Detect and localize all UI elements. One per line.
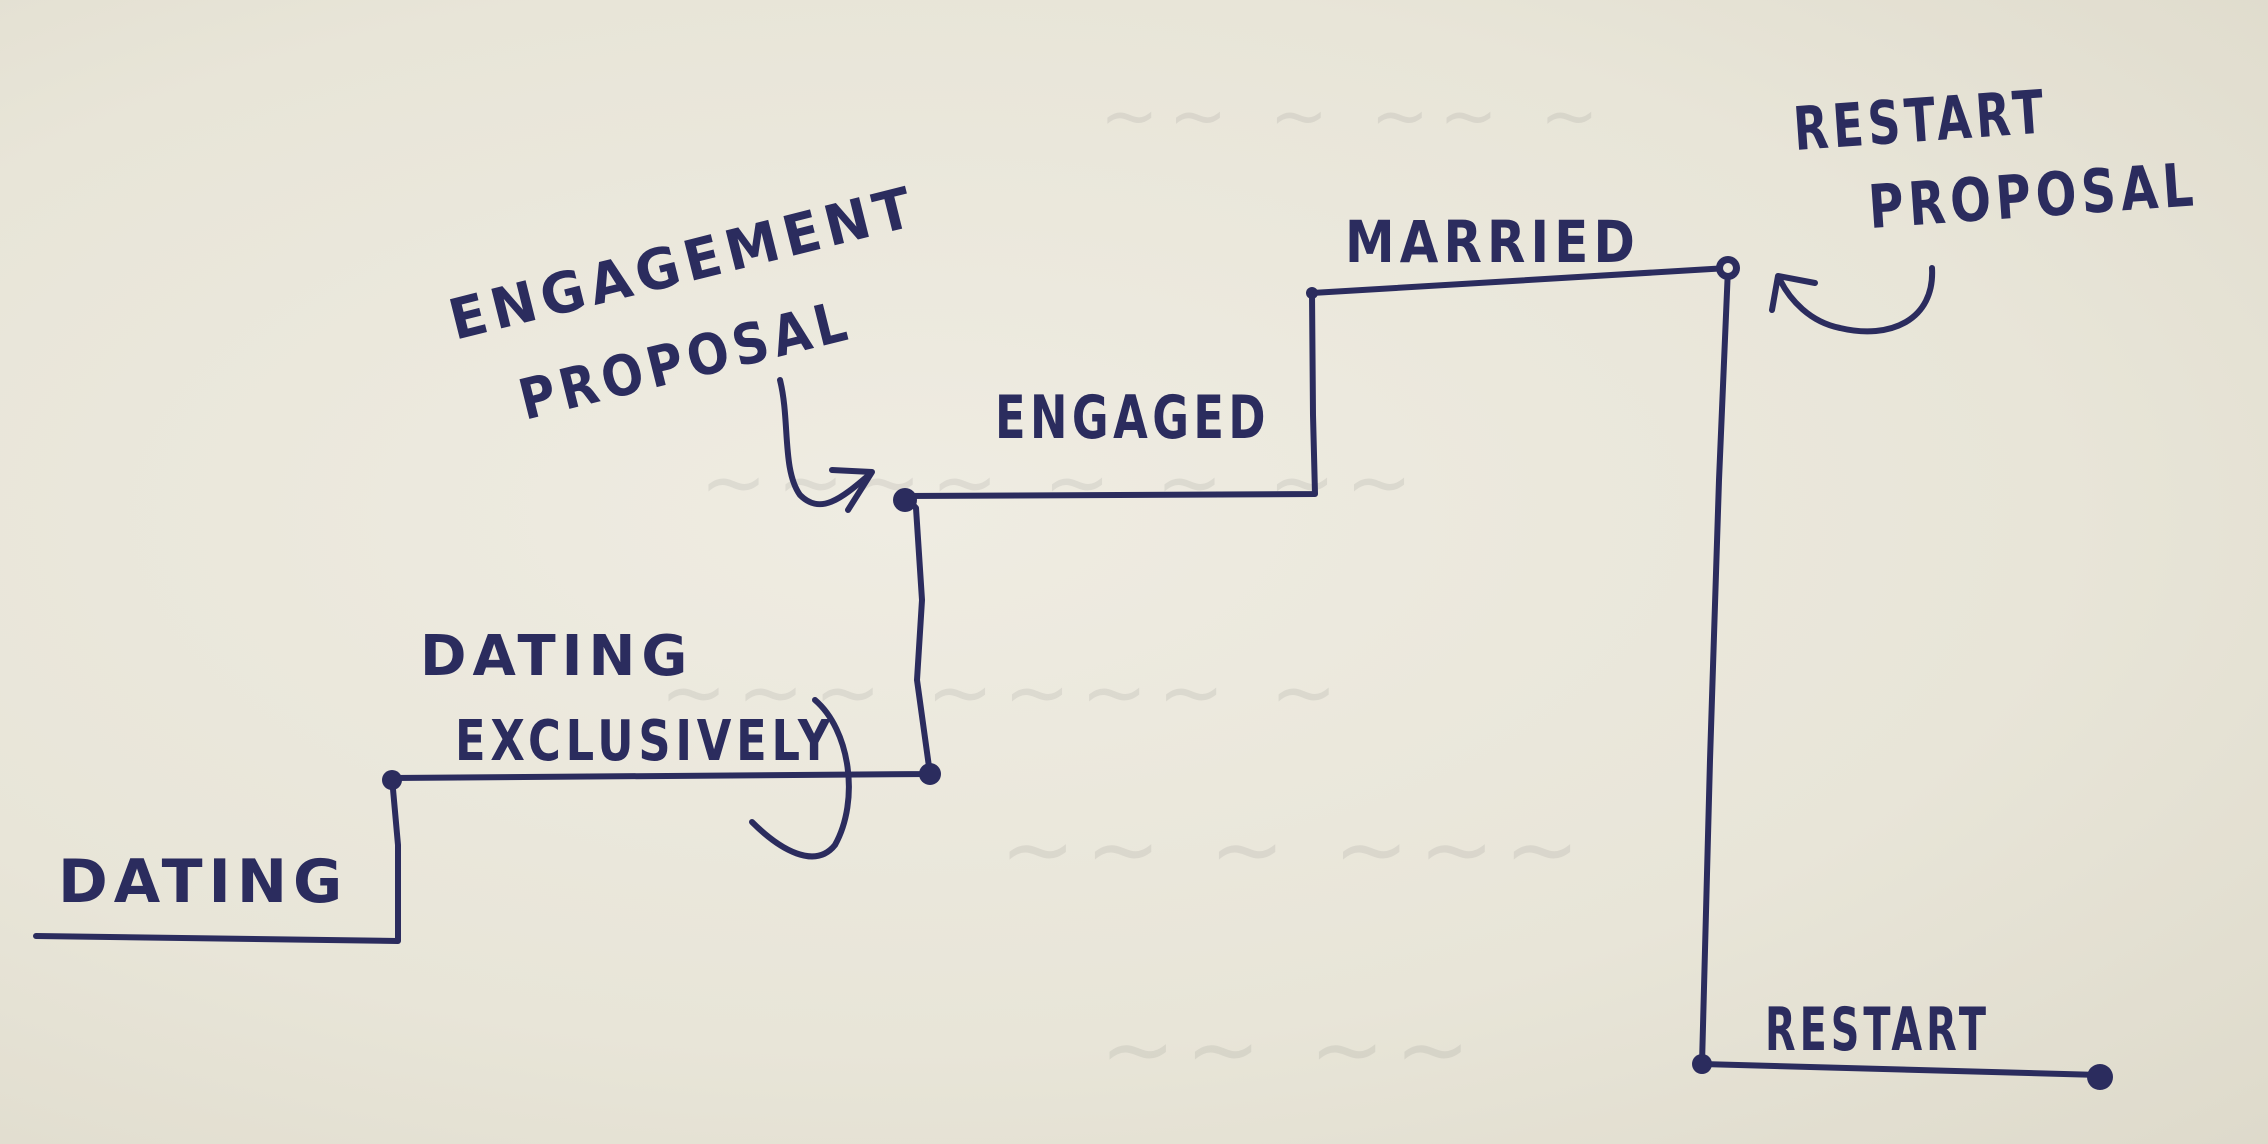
transition-dot-engaged — [893, 488, 917, 512]
restart-proposal-arrow — [1777, 265, 1936, 335]
label-dating: DATING — [58, 847, 348, 917]
engagement-proposal-arrowhead — [829, 467, 875, 513]
svg-text:~~ ~ ~~ ~: ~~ ~ ~~ ~ — [1100, 75, 1609, 157]
transition-dot-restart — [1692, 1054, 1712, 1074]
label-dating-exclusive-line1: DATING — [420, 624, 693, 689]
bleed-through-text: ~~ ~ ~~ ~ ~~~~ ~ ~ ~~ ~~~ ~~~~ ~ ~~ ~ ~~… — [660, 75, 1609, 1102]
svg-text:~~~~ ~ ~ ~~: ~~~~ ~ ~ ~~ — [700, 436, 1423, 529]
svg-text:~~ ~~: ~~ ~~ — [1100, 997, 1480, 1102]
transition-dot-exclusive-end — [919, 763, 941, 785]
svg-text:~~~ ~~~~ ~: ~~~ ~~~~ ~ — [660, 646, 1347, 739]
hollow-dot-center — [1723, 263, 1733, 273]
label-dating-exclusive-line2: EXCLUSIVELY — [455, 709, 835, 774]
label-restart-proposal-line2: PROPOSAL — [1866, 150, 2200, 243]
transition-dot-married — [1306, 287, 1318, 299]
transition-dot-dating-exclusive — [382, 770, 402, 790]
engagement-proposal-arrow — [777, 377, 873, 508]
end-dot — [2087, 1064, 2113, 1090]
label-married: MARRIED — [1345, 208, 1640, 276]
label-restart-proposal-line1: RESTART — [1791, 77, 2050, 165]
exclusive-swoosh — [749, 697, 852, 860]
restart-proposal-arrowhead — [1769, 273, 1818, 313]
svg-text:~~ ~ ~~~: ~~ ~ ~~~ — [1000, 797, 1590, 902]
label-restart: RESTART — [1765, 995, 1990, 1065]
label-engaged: ENGAGED — [995, 383, 1270, 453]
